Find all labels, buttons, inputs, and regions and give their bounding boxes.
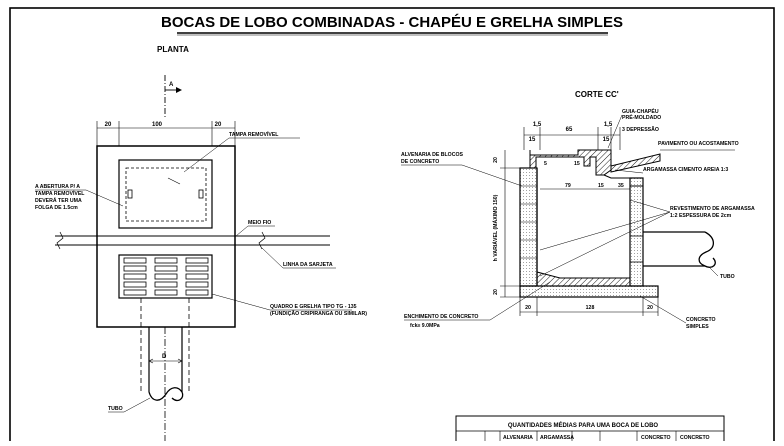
drawing-title: BOCAS DE LOBO COMBINADAS - CHAPÉU E GREL…: [161, 14, 623, 31]
sec-dim-mid-d: 15: [598, 183, 604, 189]
sec-dim-mid-c: 79: [565, 183, 571, 189]
pipe-break-icon: [698, 231, 716, 268]
table-title: QUANTIDADES MÉDIAS PARA UMA BOCA DE LOBO: [508, 421, 659, 429]
section-view: CORTE CC' 1,5 65 1,5 15 15 5 15: [401, 90, 755, 330]
label-pavimento: PAVIMENTO OU ACOSTAMENTO: [658, 141, 739, 147]
curb-cap: [529, 149, 612, 176]
sec-dim-mid-b: 15: [574, 161, 580, 167]
sec-dim-top-b: 65: [566, 127, 573, 133]
label-enchimento-2: fck≥ 9.0MPa: [410, 323, 440, 329]
section-heading: CORTE CC': [575, 90, 619, 99]
left-block-wall: [519, 167, 538, 287]
label-abertura-4: FOLGA DE 1.5cm: [35, 205, 78, 211]
bottom-dim-left: 20: [525, 305, 531, 311]
side-dim-bottom: 20: [493, 289, 499, 295]
plan-inner-box: [118, 159, 213, 229]
plan-dim-center: 100: [152, 122, 163, 128]
side-dim-top: 20: [493, 157, 499, 163]
grate-bars: [123, 257, 209, 296]
label-alvenaria-2: DE CONCRETO: [401, 159, 439, 165]
sec-dim-top-a: 1,5: [533, 122, 542, 128]
section-arrow-icon: [176, 87, 182, 93]
label-concreto-1: CONCRETO: [686, 317, 716, 323]
label-revestimento-2: 1:2 ESPESSURA DE 2cm: [670, 213, 732, 219]
label-enchimento-1: ENCHIMENTO DE CONCRETO: [404, 314, 478, 320]
label-sarjeta: LINHA DA SARJETA: [283, 262, 333, 268]
table-col-concreto-1: CONCRETO: [641, 435, 671, 441]
sec-dim-mid-a: 5: [544, 161, 547, 167]
sec-dim-top-e: 15: [603, 137, 610, 143]
bottom-dim-right: 20: [647, 305, 653, 311]
sec-dim-top-d: 15: [529, 137, 536, 143]
right-block-wall: [629, 177, 644, 287]
plan-heading: PLANTA: [157, 45, 189, 54]
label-tampa: TAMPA REMOVÍVEL: [229, 130, 279, 138]
quantities-table: QUANTIDADES MÉDIAS PARA UMA BOCA DE LOBO…: [455, 415, 725, 446]
sec-dim-top-c: 1,5: [604, 122, 613, 128]
label-alvenaria-1: ALVENARIA DE BLOCOS: [401, 152, 464, 158]
label-abertura-2: TAMPA REMOVÍVEL: [35, 189, 85, 197]
concrete-fill: [536, 271, 631, 287]
table-col-argamassa: ARGAMASSA: [540, 435, 574, 441]
lid-handle-left: [127, 189, 133, 199]
pavement-layer: [610, 153, 661, 173]
label-abertura-3: DEVERÁ TER UMA: [35, 197, 82, 204]
pipe-diameter-label: D: [162, 354, 167, 360]
grate-frame: [118, 254, 213, 299]
plan-dim-left: 20: [105, 122, 112, 128]
plan-outer-wall: [96, 145, 236, 328]
label-quadro-2: (FUNDIÇÃO CRIPIRANGA OU SIMILAR): [270, 310, 367, 317]
bottom-dim-center: 128: [586, 305, 595, 311]
label-guia-1: GUIA-CHAPÉU: [622, 107, 659, 115]
table-col-concreto-2: CONCRETO: [680, 435, 710, 441]
label-revestimento-1: REVESTIMENTO DE ARGAMASSA: [670, 206, 755, 212]
label-tubo-plan: TUBO: [108, 406, 123, 412]
pipe-break-icon: [148, 387, 184, 402]
side-dim-height: h VARIÁVEL (MÁXIMO 150): [492, 194, 499, 261]
plan-pipe: D: [140, 298, 190, 441]
label-tubo-section: TUBO: [720, 274, 735, 280]
plan-view: PLANTA A 20 100 20: [35, 45, 367, 441]
section-pipe: [630, 231, 716, 268]
table-col-alvenaria: ALVENARIA: [503, 435, 533, 441]
plan-dim-right: 20: [215, 122, 222, 128]
label-depressao: 3 DEPRESSÃO: [622, 126, 659, 133]
label-quadro-1: QUADRO E GRELHA TIPO TG - 135: [270, 304, 357, 310]
section-marker-a: A: [169, 82, 174, 88]
sec-dim-mid-e: 35: [618, 183, 624, 189]
label-guia-2: PRÉ-MOLDADO: [622, 113, 661, 121]
lid-handle-right: [198, 189, 204, 199]
removable-lid: [125, 167, 207, 222]
label-concreto-2: SIMPLES: [686, 324, 709, 330]
label-abertura-1: A ABERTURA P/ A: [35, 184, 80, 190]
sheet-border: [9, 7, 775, 446]
label-argamassa-areia: ARGAMASSA CIMENTO AREIA 1:3: [643, 167, 728, 173]
label-meio-fio: MEIO FIO: [248, 220, 271, 226]
